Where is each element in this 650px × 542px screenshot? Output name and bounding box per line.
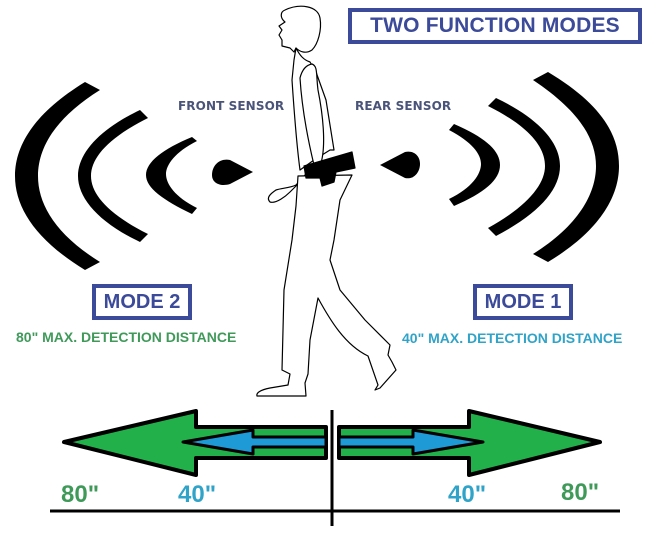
walking-person-figure bbox=[256, 5, 397, 397]
mode1-box: MODE 1 bbox=[473, 284, 573, 320]
left-80in-arrow bbox=[62, 409, 328, 477]
front-signal-waves-icon bbox=[15, 82, 253, 270]
mode2-label: MODE 2 bbox=[103, 290, 181, 313]
page-title: TWO FUNCTION MODES bbox=[370, 14, 620, 37]
left-40in-label: 40" bbox=[178, 481, 217, 508]
right-40in-label: 40" bbox=[448, 481, 487, 508]
mode1-label: MODE 1 bbox=[484, 290, 562, 313]
rear-signal-waves-icon bbox=[380, 72, 619, 262]
mode2-box: MODE 2 bbox=[92, 284, 192, 320]
right-80in-label: 80" bbox=[561, 479, 600, 506]
rear-sensor-label: REAR SENSOR bbox=[355, 99, 452, 113]
mode1-detection-distance: 40" MAX. DETECTION DISTANCE bbox=[402, 330, 623, 346]
title-box: TWO FUNCTION MODES bbox=[348, 8, 642, 44]
left-80in-label: 80" bbox=[61, 481, 100, 508]
right-80in-arrow bbox=[337, 409, 602, 477]
front-sensor-label: FRONT SENSOR bbox=[178, 99, 285, 113]
mode2-detection-distance: 80" MAX. DETECTION DISTANCE bbox=[16, 329, 237, 345]
